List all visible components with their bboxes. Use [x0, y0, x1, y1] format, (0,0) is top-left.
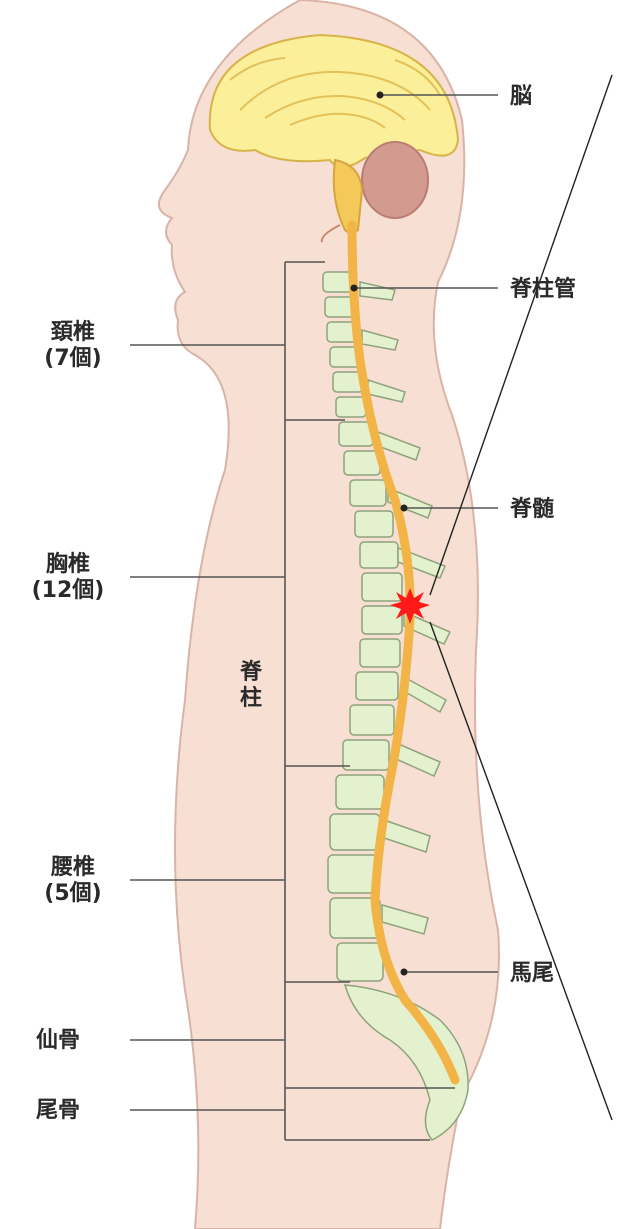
- label-spinal-canal: 脊柱管: [510, 277, 576, 303]
- label-coccyx: 尾骨: [36, 1098, 80, 1124]
- label-thoracic-name: 胸椎: [6, 552, 130, 578]
- label-cervical-count: (7個): [18, 346, 128, 372]
- label-spine-line2: 柱: [236, 686, 266, 712]
- label-spinal-column: 脊 柱: [236, 660, 266, 712]
- label-lumbar-name: 腰椎: [18, 855, 128, 881]
- label-thoracic-count: (12個): [6, 578, 130, 604]
- cerebellum: [362, 142, 428, 218]
- label-cauda-equina: 馬尾: [510, 961, 554, 987]
- label-thoracic: 胸椎 (12個): [6, 552, 130, 604]
- label-brain: 脳: [510, 84, 532, 110]
- label-lumbar-count: (5個): [18, 881, 128, 907]
- label-sacrum: 仙骨: [36, 1028, 80, 1054]
- label-cervical: 頚椎 (7個): [18, 320, 128, 372]
- label-spinal-cord: 脊髄: [510, 497, 554, 523]
- label-lumbar: 腰椎 (5個): [18, 855, 128, 907]
- label-cervical-name: 頚椎: [18, 320, 128, 346]
- label-spine-line1: 脊: [236, 660, 266, 686]
